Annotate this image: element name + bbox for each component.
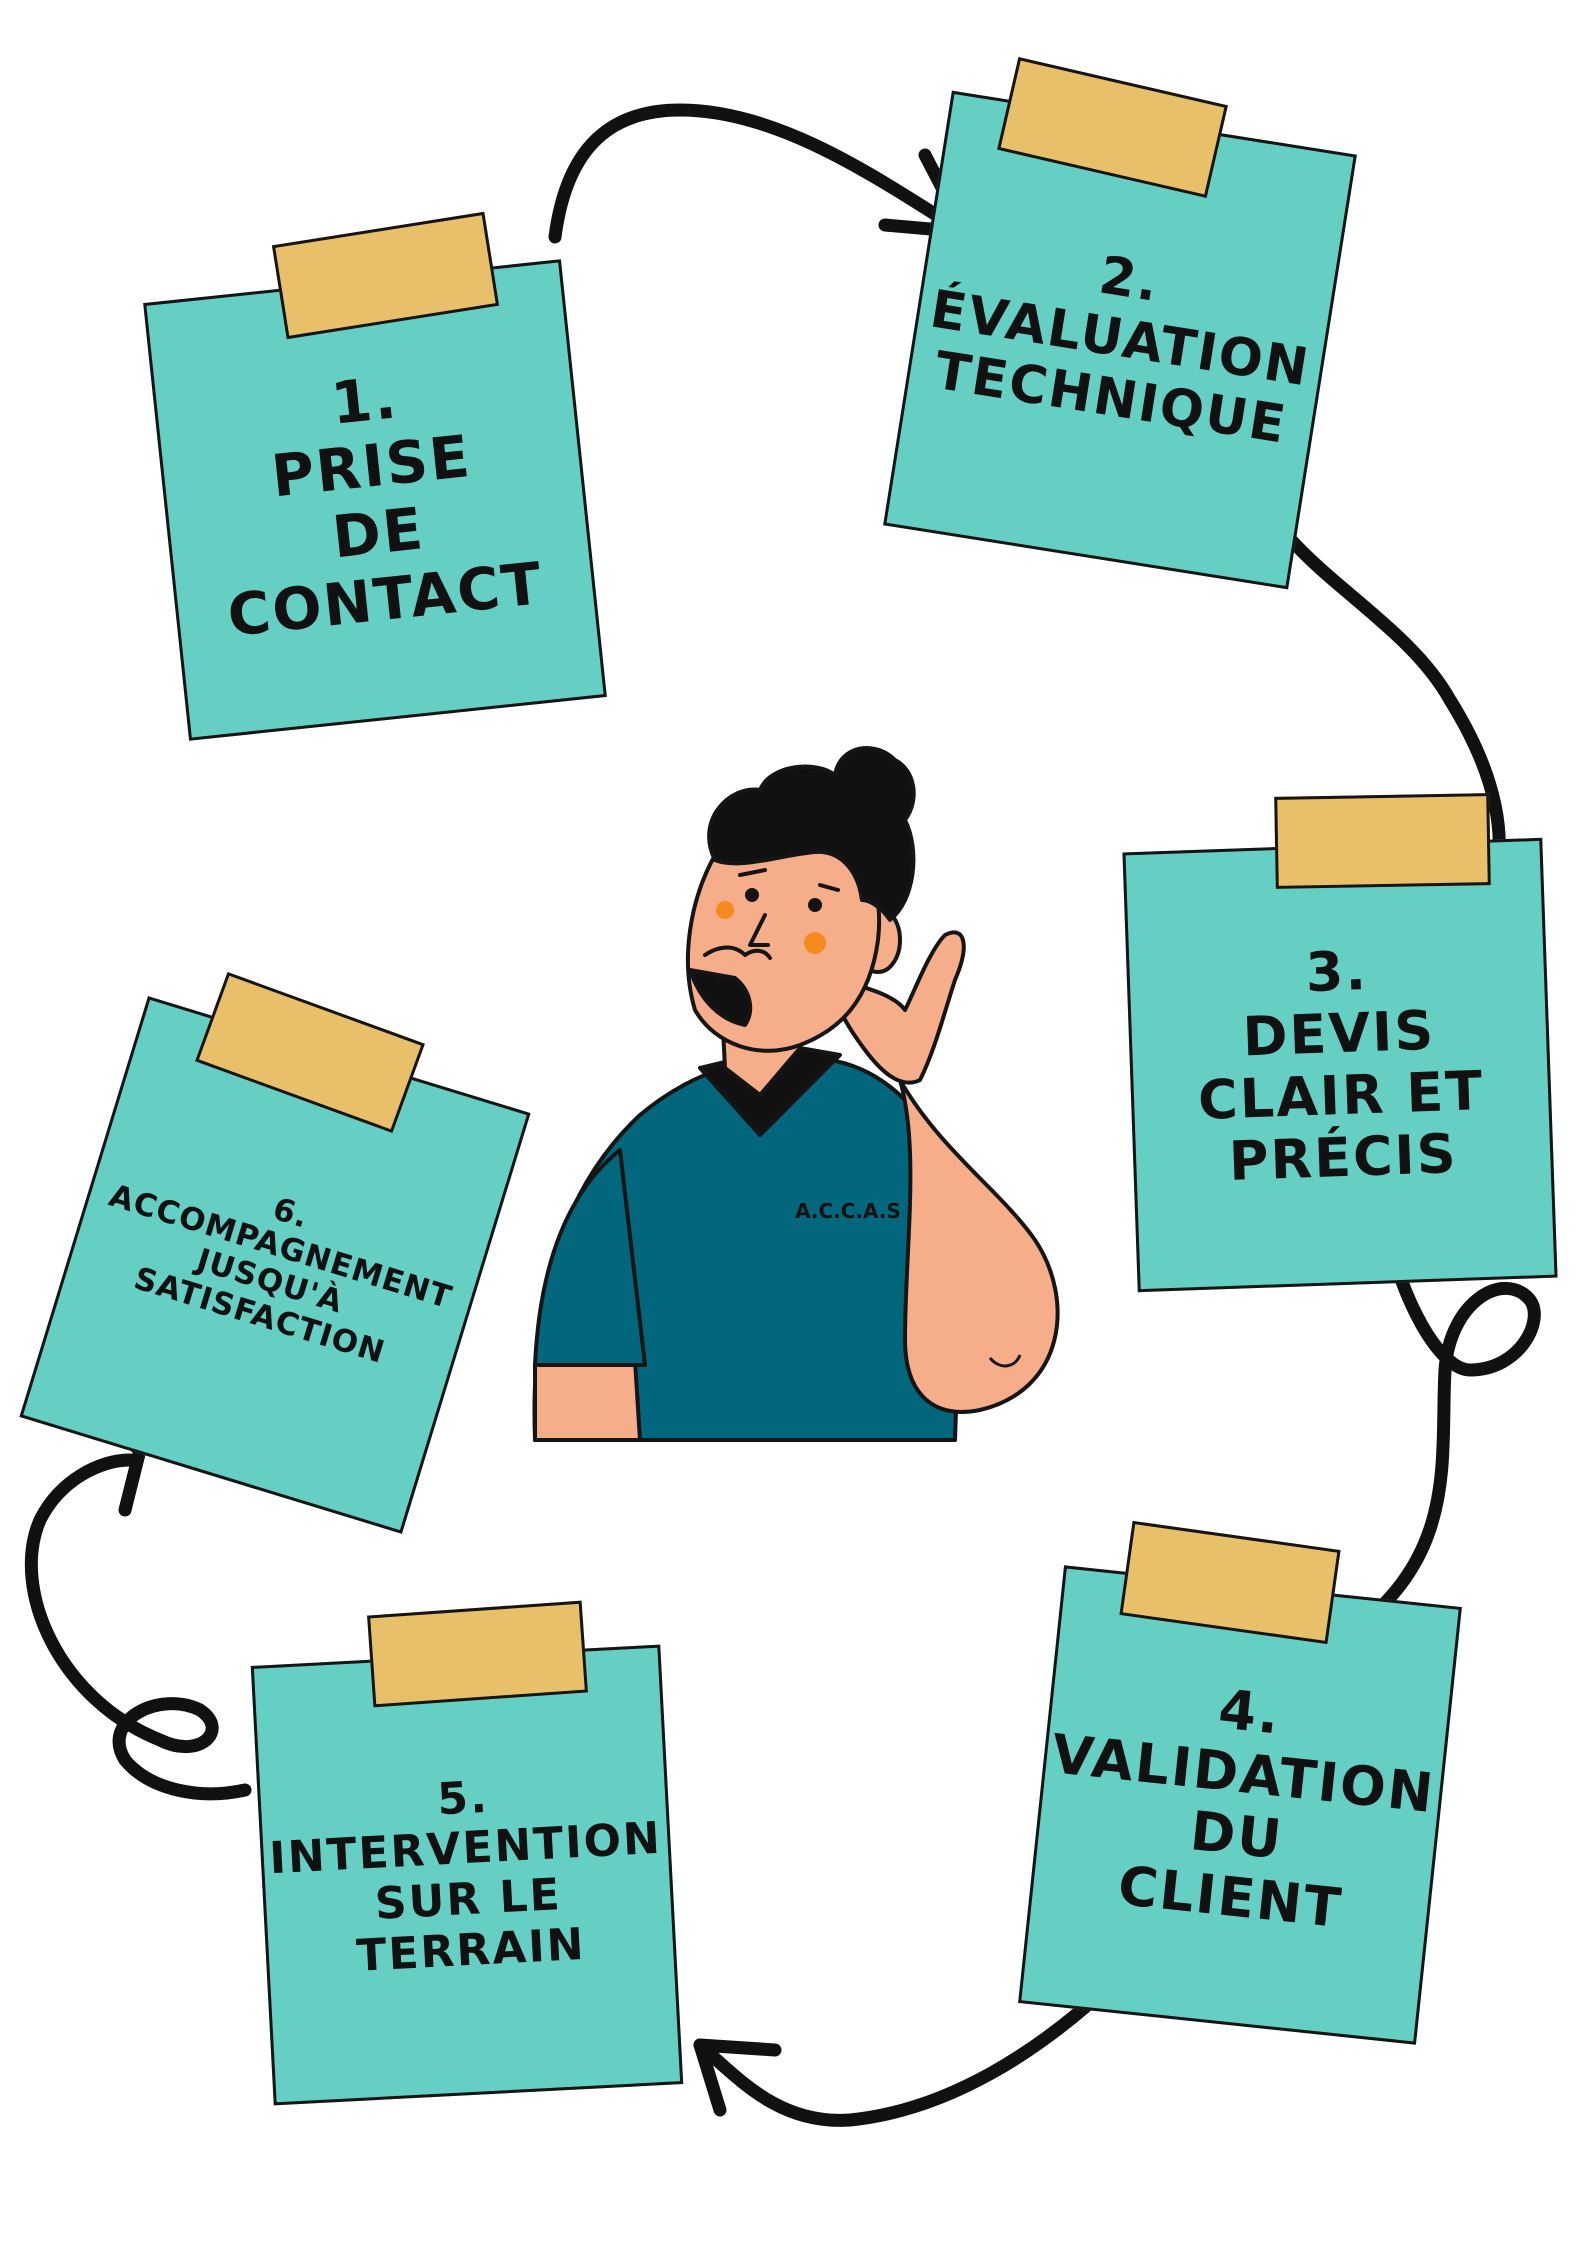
mustache (703, 945, 772, 960)
eye (738, 868, 767, 877)
cheek (716, 901, 734, 919)
hand (832, 930, 966, 1085)
nose (748, 913, 770, 947)
left-sleeve (533, 1148, 647, 1367)
eye (745, 888, 759, 902)
hair (707, 746, 916, 922)
eyebrow (818, 883, 840, 892)
arrow-icon (548, 103, 967, 244)
arrow-icon (693, 1978, 1117, 2127)
eye (808, 898, 822, 912)
arrow-icon (693, 2038, 782, 2117)
arrow-icon (25, 1453, 252, 1801)
right-arm (898, 1078, 1060, 1414)
beard (688, 968, 753, 1027)
elbow-line (988, 1354, 1022, 1368)
left-arm (533, 1358, 642, 1442)
cheek (804, 932, 826, 954)
arrow-icon (1333, 1213, 1541, 1647)
shirt-logo: A.C.C.A.S (795, 1199, 901, 1223)
